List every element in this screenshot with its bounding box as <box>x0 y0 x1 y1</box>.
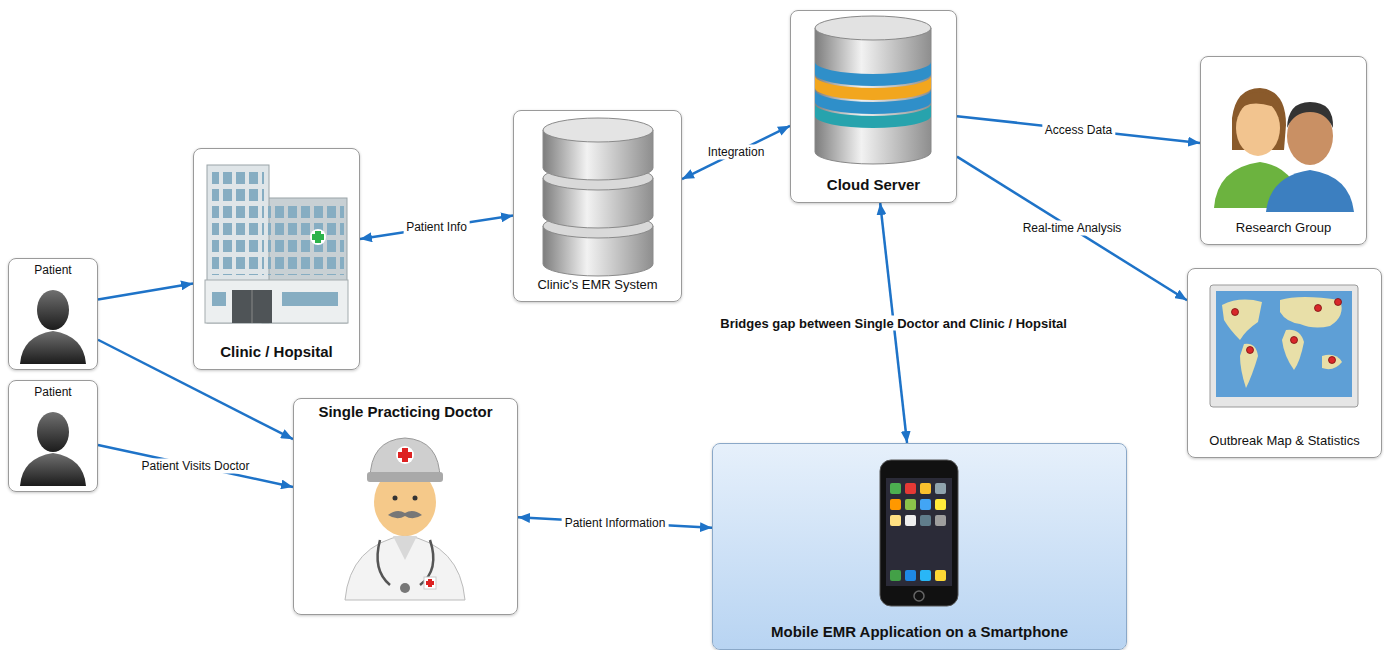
patient-icon <box>20 290 86 364</box>
server-icon <box>815 16 931 164</box>
connector-arrow <box>957 116 1200 143</box>
connector-label: Patient Visits Doctor <box>139 458 253 473</box>
connector-label: Patient Info <box>403 220 470 235</box>
hospital-box: Clinic / Hopsital <box>193 148 360 370</box>
hospital-building <box>205 165 348 323</box>
connector-arrow <box>682 126 790 179</box>
app-panel: Mobile EMR Application on a Smartphone <box>712 443 1127 650</box>
doctor-box: Single Practicing Doctor <box>293 398 518 615</box>
connector-label: Bridges gap between Single Doctor and Cl… <box>717 316 1070 331</box>
patient-box: Patient <box>8 258 98 370</box>
research-box: Research Group <box>1200 56 1367 245</box>
node-label: Outbreak Map & Statistics <box>1209 433 1359 448</box>
map-box: Outbreak Map & Statistics <box>1187 268 1382 458</box>
patient-icon <box>20 412 86 486</box>
connector-label: Access Data <box>1042 122 1115 137</box>
node-label: Patient <box>34 263 71 277</box>
database-icon <box>543 118 653 276</box>
node-label: Clinic's EMR System <box>537 277 657 292</box>
node-label: Cloud Server <box>827 176 920 193</box>
connector-label: Real-time Analysis <box>1020 221 1125 236</box>
database-box: Clinic's EMR System <box>513 110 682 302</box>
node-label: Research Group <box>1236 220 1331 235</box>
connector-arrow <box>98 283 193 299</box>
node-label: Mobile EMR Application on a Smartphone <box>771 623 1068 640</box>
connector-label: Integration <box>705 145 768 160</box>
people-icon <box>1214 88 1354 212</box>
smartphone-icon <box>880 460 958 606</box>
world-map <box>1210 285 1358 407</box>
node-label: Patient <box>34 385 71 399</box>
patient-box: Patient <box>8 380 98 492</box>
node-label: Clinic / Hopsital <box>220 343 333 360</box>
connector-arrow <box>98 445 293 487</box>
server-box: Cloud Server <box>790 10 957 203</box>
connector-arrow <box>957 157 1187 301</box>
connector-label: Patient Information <box>562 515 669 530</box>
doctor-icon <box>345 438 465 600</box>
connector-arrow <box>360 216 513 239</box>
node-label: Single Practicing Doctor <box>318 403 492 420</box>
panel-ground <box>713 444 1126 649</box>
